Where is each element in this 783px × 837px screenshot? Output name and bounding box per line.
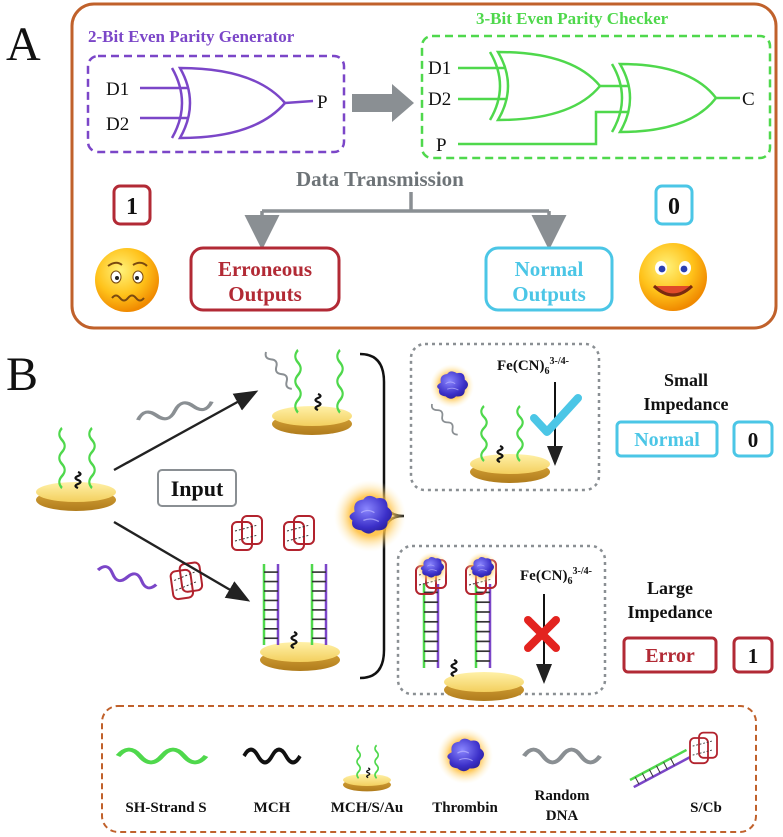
legend-mch-s-au: MCH/S/Au <box>331 800 404 816</box>
error-result-label: Error <box>645 645 695 667</box>
normal-result-label: Normal <box>634 429 700 451</box>
error-result-value-box <box>732 636 774 674</box>
normal-line1: Normal <box>515 257 584 281</box>
generator-box <box>86 54 346 154</box>
normal-value: 0 <box>668 194 680 220</box>
legend-sh-strand: SH-Strand S <box>125 800 206 816</box>
erroneous-value: 1 <box>126 194 138 220</box>
erroneous-line2: Outputs <box>228 282 302 306</box>
normal-result-value-box <box>732 420 774 458</box>
small-impedance-line2: Impedance <box>644 394 729 414</box>
arrow-to-top <box>113 390 259 472</box>
checker-box <box>420 34 772 160</box>
generator-input-d1: D1 <box>106 79 129 100</box>
legend-random-line1: Random <box>534 788 590 804</box>
checker-input-p: P <box>436 135 447 156</box>
bottom-result-complexes <box>415 552 498 595</box>
panel-a-frame <box>70 2 778 330</box>
bottom-redox-label: Fe(CN)63-/4- <box>520 566 592 587</box>
transmission-label: Data Transmission <box>296 167 464 191</box>
panel-b-label: B <box>6 348 38 401</box>
thrombin-glow <box>334 480 406 552</box>
legend-mch: MCH <box>254 800 291 816</box>
bottom-result-electrode <box>422 582 524 701</box>
small-impedance-line1: Small <box>664 370 708 390</box>
checker-title: 3-Bit Even Parity Checker <box>476 9 669 28</box>
normal-value-box <box>654 184 694 226</box>
top-electrode <box>272 348 352 435</box>
generator-or-gate <box>140 66 314 140</box>
erroneous-line1: Erroneous <box>218 257 312 281</box>
legend-mch-icon <box>244 750 300 763</box>
random-dna-free <box>262 349 296 392</box>
top-result-thrombin <box>430 364 474 408</box>
erroneous-outputs-box <box>189 246 341 312</box>
legend-thrombin: Thrombin <box>432 800 498 816</box>
error-result-value: 1 <box>748 644 759 668</box>
bottom-result-box <box>396 544 607 696</box>
transfer-arrow <box>352 84 414 122</box>
input-box <box>157 469 237 507</box>
bottom-electrode <box>260 562 340 671</box>
normal-line2: Outputs <box>512 282 586 306</box>
legend-random-line2: DNA <box>546 808 579 824</box>
normal-result-box <box>615 420 719 458</box>
erroneous-value-box <box>112 184 152 226</box>
transmission-arrows <box>244 192 567 250</box>
top-result-box <box>409 342 601 492</box>
checker-or-gates <box>458 50 740 146</box>
checker-input-d1: D1 <box>428 58 451 79</box>
gquad-bottom-1 <box>231 515 263 551</box>
generator-title: 2-Bit Even Parity Generator <box>88 27 295 46</box>
large-impedance-line1: Large <box>647 578 693 598</box>
top-redox-label: Fe(CN)63-/4- <box>497 356 569 377</box>
legend-thrombin-icon <box>437 728 493 784</box>
check-icon <box>530 394 582 436</box>
legend-random-dna-icon <box>524 750 600 763</box>
initial-electrode <box>36 426 116 511</box>
normal-outputs-box <box>484 246 614 312</box>
normal-result-value: 0 <box>748 428 759 452</box>
input-label: Input <box>171 476 224 501</box>
x-mark-icon <box>524 616 560 652</box>
large-impedance-line2: Impedance <box>628 602 713 622</box>
panel-a-label: A <box>6 18 41 71</box>
legend-sh-strand-icon <box>118 750 206 763</box>
arrow-to-bottom <box>113 520 251 602</box>
generator-output-p: P <box>317 92 328 113</box>
gquad-bottom-2 <box>283 515 315 551</box>
legend-s-cb-icon <box>629 731 718 789</box>
legend-mch-s-au-icon <box>343 744 391 792</box>
worried-face-icon <box>95 248 159 312</box>
generator-input-d2: D2 <box>106 114 129 135</box>
complement-strand-wave <box>95 563 160 592</box>
error-result-box <box>622 636 718 674</box>
gquad-input <box>168 560 205 601</box>
legend-s-cb: S/Cb <box>690 800 722 816</box>
smiley-face-icon <box>639 243 707 311</box>
legend-frame <box>101 705 757 833</box>
checker-input-d2: D2 <box>428 89 451 110</box>
checker-output-c: C <box>742 89 755 110</box>
